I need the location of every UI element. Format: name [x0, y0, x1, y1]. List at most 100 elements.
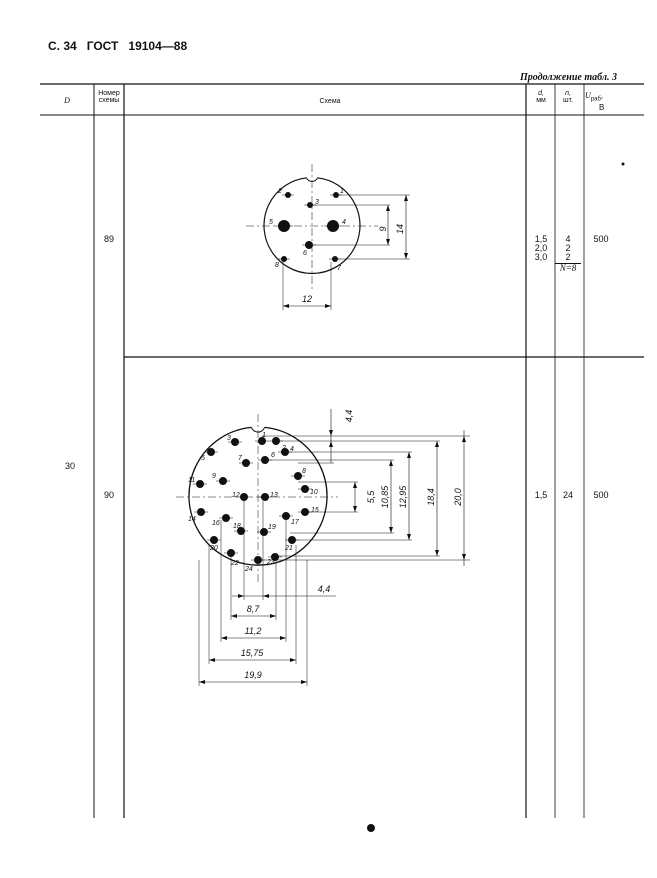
pin-label: 5 — [201, 455, 205, 462]
n-total: N=8 — [555, 263, 581, 273]
connector-pin: 4 — [324, 219, 346, 232]
page-number: С. 34 — [48, 39, 77, 53]
col-header-scheme-no: Номер схемы — [94, 90, 124, 104]
scan-speck — [621, 162, 625, 166]
dim-90-10-85: 10,85 — [380, 485, 390, 509]
pin-label: 2 — [277, 188, 282, 195]
pin-label: 21 — [284, 545, 293, 552]
pin-label: 5 — [269, 219, 273, 226]
connector-pin: 6 — [302, 241, 316, 257]
page-header: С. 34 ГОСТ 19104—88 — [48, 39, 187, 53]
scheme-90-pins: 123456789101112131415161718192021222324 — [188, 432, 319, 573]
connector-pin: 5 — [269, 219, 293, 232]
dmm-line1: d, — [538, 90, 544, 97]
row-89-voltage: 500 — [593, 234, 609, 244]
connector-pin: 3 — [227, 435, 242, 446]
dim-90-8-7: 8,7 — [247, 604, 261, 614]
connector-pin: 7 — [238, 455, 253, 467]
connector-pin: 13 — [258, 492, 278, 501]
dim-89-14: 14 — [395, 224, 405, 234]
n-value: 2 — [565, 243, 571, 253]
connector-pin: 20 — [207, 536, 221, 552]
dim-90-20-0: 20,0 — [453, 488, 463, 507]
pin-label: 1 — [340, 188, 344, 195]
connector-pin: 5 — [201, 448, 218, 462]
col-header-d: D — [64, 96, 70, 105]
pin-label: 12 — [232, 492, 240, 499]
scheme-90-arrows — [199, 430, 466, 684]
row-90-n-value: 24 — [562, 490, 573, 500]
pin-label: 8 — [302, 468, 306, 475]
pin-label: 19 — [268, 524, 276, 531]
d-value: 1,5 — [534, 234, 548, 244]
pin-label: 1 — [262, 432, 266, 439]
pin-label: 7 — [238, 455, 243, 462]
connector-pin: 19 — [257, 524, 276, 536]
connector-pin: 14 — [188, 508, 208, 523]
connector-pin: 8 — [275, 256, 290, 269]
count-line2: шт. — [563, 97, 573, 104]
scheme-89-drawing — [246, 164, 410, 310]
pin-label: 4 — [290, 446, 294, 453]
connector-pin: 3 — [304, 199, 319, 208]
connector-pin: 2 — [277, 188, 294, 198]
connector-pin: 6 — [258, 452, 275, 464]
row-89-n-values: 4 2 2 N=8 — [555, 235, 581, 273]
col-header-voltage: Uраб, В — [585, 91, 619, 112]
pin-label: 11 — [188, 477, 195, 484]
connector-pin: 17 — [279, 512, 300, 526]
pin-label: 14 — [188, 516, 196, 523]
pin-label: 18 — [233, 523, 241, 530]
col-header-count: n, шт. — [555, 90, 581, 104]
pin-label: 3 — [315, 199, 319, 206]
scheme-89-pins: 1 2 3 4 5 6 7 8 — [269, 188, 346, 272]
col-header-dmm: d, мм — [528, 90, 554, 104]
connector-pin: 24 — [244, 556, 265, 573]
dim-90-11-2: 11,2 — [245, 626, 262, 636]
voltage-sub: раб — [590, 96, 601, 103]
connector-pin: 22 — [224, 549, 239, 567]
pin-label: 23 — [266, 559, 275, 566]
dim-89-9: 9 — [378, 226, 388, 231]
pin-label: 8 — [275, 262, 279, 269]
connector-pin: 21 — [284, 536, 299, 552]
connector-pin: 16 — [212, 514, 233, 527]
n-value: 4 — [565, 234, 571, 244]
row-89-d-values: 1,5 2,0 3,0 — [528, 235, 554, 262]
connector-pin: 1 — [330, 188, 344, 198]
col-header-scheme: Схема — [319, 98, 341, 105]
scheme-no-line2: схемы — [98, 97, 120, 104]
connector-pin: 4 — [278, 446, 294, 456]
connector-pin: 18 — [233, 523, 248, 535]
pin-label: 15 — [311, 507, 319, 514]
connector-pin: 10 — [298, 485, 318, 496]
d-value: 3,0 — [534, 252, 548, 262]
dim-90-4-4-v: 4,4 — [344, 410, 354, 423]
group-d-value: 30 — [64, 461, 75, 471]
row-90-scheme-no: 90 — [103, 490, 114, 500]
connector-pin: 12 — [232, 492, 251, 501]
voltage-symbol: U — [585, 91, 591, 100]
pin-label: 3 — [227, 435, 231, 442]
scheme-no-line1: Номер — [98, 90, 120, 97]
dim-90-18-4: 18,4 — [426, 488, 436, 506]
standard-name: ГОСТ — [86, 39, 119, 53]
dimension-labels: 9 14 12 4,4 5,5 10,85 12,95 18,4 20,0 4,… — [241, 224, 463, 680]
scheme-90-drawing — [176, 409, 470, 686]
pin-label: 22 — [230, 560, 239, 567]
count-line1: n, — [565, 90, 571, 97]
connector-pin: 23 — [266, 553, 282, 566]
pin-label: 10 — [310, 489, 318, 496]
row-90-voltage: 500 — [593, 490, 609, 500]
dim-90-12-95: 12,95 — [398, 485, 408, 509]
continuation-label: Продолжение табл. 3 — [519, 72, 617, 83]
pin-label: 7 — [337, 265, 342, 272]
pin-label: 17 — [291, 519, 300, 526]
dim-90-15-75: 15,75 — [241, 648, 265, 658]
scan-dot — [367, 824, 375, 832]
pin-label: 16 — [212, 520, 220, 527]
row-90-d-value: 1,5 — [534, 490, 548, 500]
dim-90-19-9: 19,9 — [244, 670, 262, 680]
standard-number: 19104—88 — [128, 39, 188, 53]
